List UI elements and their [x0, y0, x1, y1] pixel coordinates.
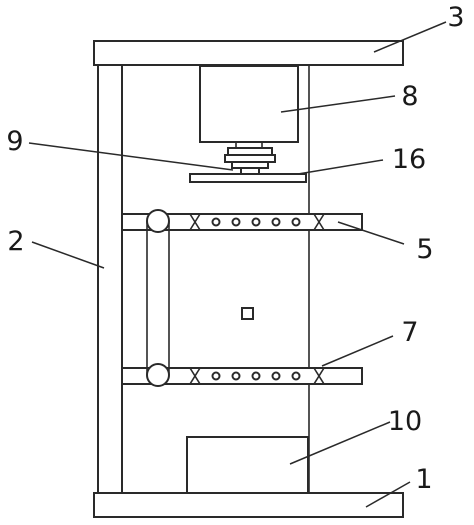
label-10: 10 [388, 406, 422, 437]
leader-10 [289, 421, 391, 465]
leader-9 [28, 142, 234, 171]
label-8: 8 [401, 81, 418, 112]
leader-8 [280, 95, 396, 113]
center-marker [241, 307, 254, 320]
label-9: 9 [6, 126, 23, 157]
leader-7 [321, 335, 394, 367]
left-column [97, 64, 123, 494]
leader-lines [28, 21, 447, 508]
base-plate [93, 492, 404, 518]
leader-1 [365, 481, 411, 508]
lower-pulley [146, 363, 170, 387]
label-5: 5 [416, 234, 433, 265]
upper-chain [189, 213, 325, 231]
leader-5 [337, 221, 405, 245]
disc [189, 173, 307, 183]
leader-2 [31, 241, 105, 269]
label-16: 16 [392, 144, 426, 175]
lower-chain [189, 367, 325, 385]
leader-16 [297, 159, 384, 175]
label-1: 1 [415, 464, 432, 495]
label-3: 3 [447, 2, 464, 33]
motor [199, 65, 299, 143]
bottom-box [186, 436, 309, 494]
label-2: 2 [7, 226, 24, 257]
belt [146, 221, 170, 375]
leader-3 [373, 21, 447, 53]
label-7: 7 [401, 317, 418, 348]
upper-pulley [146, 209, 170, 233]
top-plate [93, 40, 404, 66]
lower-rail [121, 367, 363, 385]
upper-rail [121, 213, 363, 231]
coupling [224, 142, 276, 175]
